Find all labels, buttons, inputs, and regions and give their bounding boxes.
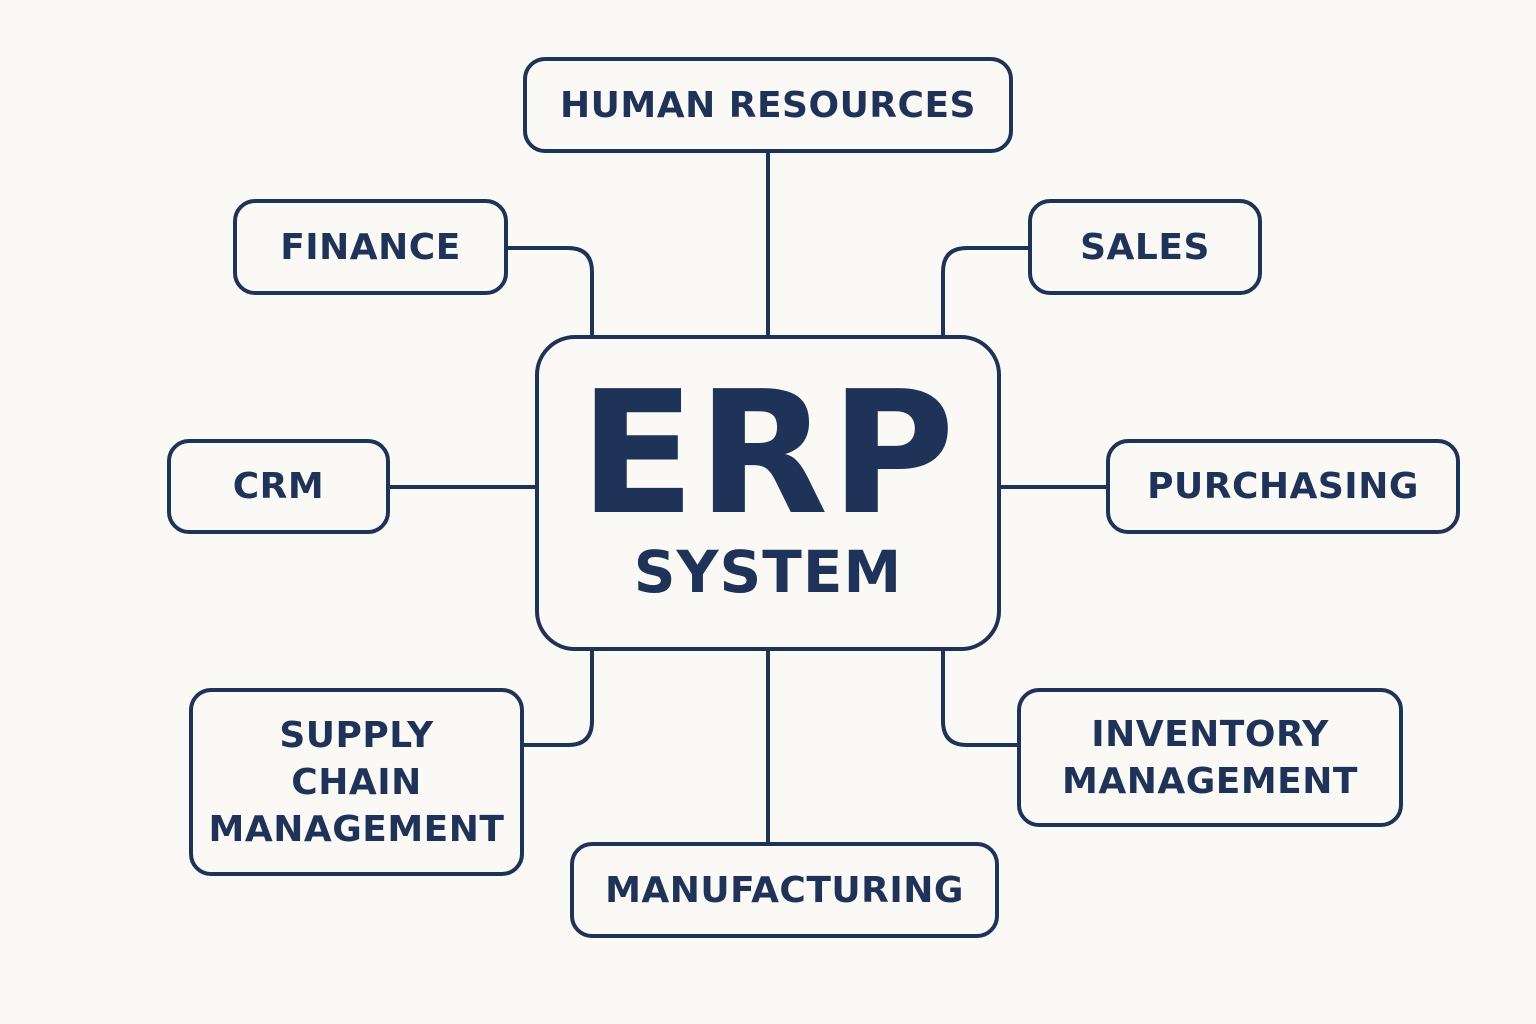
erp-subtitle: SYSTEM (633, 538, 903, 606)
module-label-line: SUPPLY (279, 714, 434, 756)
module-inventory-management[interactable]: INVENTORY MANAGEMENT (1017, 688, 1403, 827)
module-finance[interactable]: FINANCE (233, 199, 508, 295)
erp-system-center[interactable]: ERP SYSTEM (535, 335, 1001, 651)
module-label: FINANCE (280, 226, 461, 268)
link-inventory (941, 648, 1019, 747)
module-label-line: CHAIN (291, 761, 422, 803)
link-sales (941, 246, 1030, 337)
module-label: PURCHASING (1147, 466, 1419, 507)
module-label-line: INVENTORY (1091, 713, 1329, 755)
module-label-line: MANAGEMENT (208, 808, 505, 850)
module-sales[interactable]: SALES (1028, 199, 1262, 295)
link-supply-chain (522, 648, 594, 747)
module-crm[interactable]: CRM (167, 439, 390, 534)
erp-title: ERP (579, 355, 957, 553)
module-human-resources[interactable]: HUMAN RESOURCES (523, 57, 1013, 153)
module-label: HUMAN RESOURCES (560, 84, 976, 126)
module-manufacturing[interactable]: MANUFACTURING (570, 842, 999, 938)
module-label: MANUFACTURING (605, 869, 964, 911)
module-label: SALES (1080, 226, 1210, 268)
module-label-line: MANAGEMENT (1062, 760, 1358, 802)
link-finance (506, 246, 594, 337)
module-label: CRM (232, 466, 325, 507)
module-supply-chain-management[interactable]: SUPPLY CHAIN MANAGEMENT (189, 688, 524, 876)
module-purchasing[interactable]: PURCHASING (1106, 439, 1460, 534)
